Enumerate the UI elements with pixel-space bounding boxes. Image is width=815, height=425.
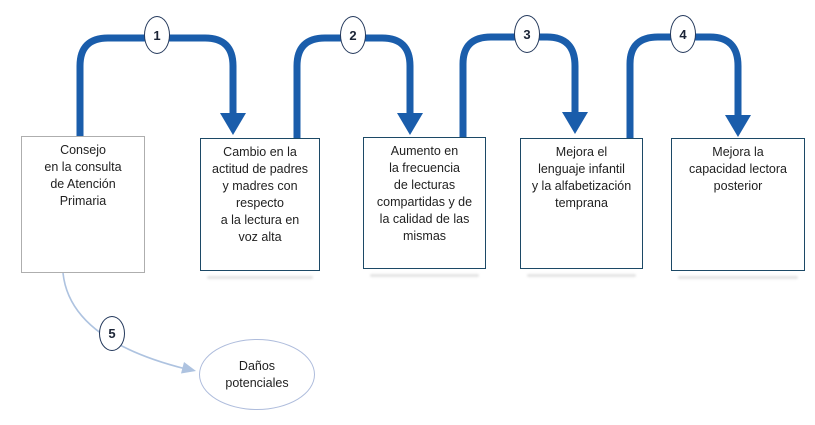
flow-box-mejora-capacidad: Mejora la capacidad lectora posterior [671,138,805,271]
step-number-badge-2: 2 [340,16,366,54]
arrowhead-icon-1 [220,113,246,135]
curve-connector-5 [62,272,187,370]
harms-ellipse: Daños potenciales [199,339,315,410]
flow-box-aumento-frecuencia: Aumento en la frecuencia de lecturas com… [363,137,486,269]
step-number-badge-4: 4 [670,15,696,53]
arrowhead-icon-2 [397,113,423,135]
arrowhead-icon-3 [562,112,588,134]
step-number-badge-1: 1 [144,16,170,54]
step-number-badge-3: 3 [514,15,540,53]
arrowhead-icon-4 [725,115,751,137]
step-number-badge-5: 5 [99,316,125,351]
arc-connector-3 [459,33,579,138]
flow-box-mejora-lenguaje: Mejora el lenguaje infantil y la alfabet… [520,138,643,269]
flow-box-cambio-actitud: Cambio en la actitud de padres y madres … [200,138,320,271]
arrowhead-icon-5 [181,362,196,374]
flow-box-consejo: Consejo en la consulta de Atención Prima… [21,136,145,273]
